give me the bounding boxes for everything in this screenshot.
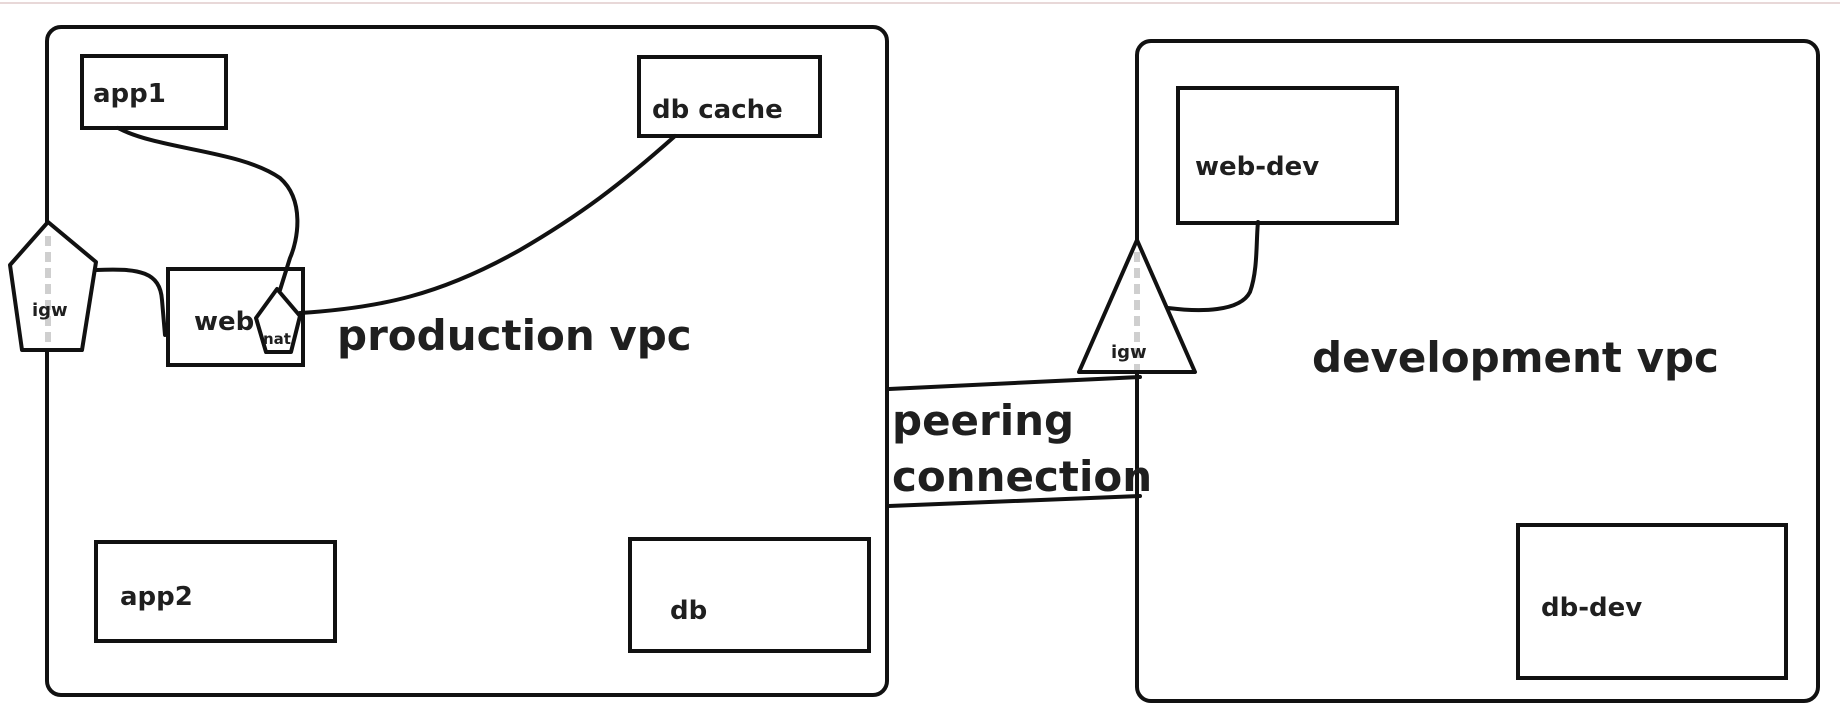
db-dev-box xyxy=(1516,523,1788,680)
app1-label: app1 xyxy=(93,79,166,109)
development-igw-label: igw xyxy=(1111,342,1147,363)
peering-label-line1: peering xyxy=(892,396,1074,445)
igw-to-web-link xyxy=(94,267,167,337)
production-vpc-label: production vpc xyxy=(337,311,692,360)
db-cache-box xyxy=(637,55,822,138)
web-dev-box xyxy=(1176,86,1399,225)
db-label: db xyxy=(670,596,707,626)
production-vpc: production vpc xyxy=(45,25,889,697)
web-dev-label: web-dev xyxy=(1195,152,1319,182)
peering-line-top xyxy=(887,375,1142,391)
nat-gateway: nat xyxy=(254,287,302,354)
app2-box xyxy=(94,540,337,643)
production-igw-shape xyxy=(8,220,98,352)
nat-shape xyxy=(254,287,302,354)
production-igw-label: igw xyxy=(32,300,68,321)
app2-label: app2 xyxy=(120,582,193,612)
db-node: db xyxy=(628,537,871,653)
dev-igw-to-web-dev-link xyxy=(1166,220,1260,313)
app1-box xyxy=(80,54,228,130)
production-vpc-border xyxy=(45,25,889,697)
app1-node: app1 xyxy=(80,54,228,130)
production-igw: igw xyxy=(8,220,98,352)
development-vpc-label: development vpc xyxy=(1312,333,1719,382)
web-label: web xyxy=(194,307,254,337)
db-cache-label: db cache xyxy=(652,95,783,125)
app1-to-nat-link xyxy=(116,126,300,292)
db-box xyxy=(628,537,871,653)
web-to-db-cache-link xyxy=(298,134,677,315)
db-dev-node: db-dev xyxy=(1516,523,1788,680)
development-igw: igw xyxy=(1077,238,1197,374)
nat-label: nat xyxy=(263,330,291,348)
peering-connection: peering connection xyxy=(887,375,1152,508)
peering-line-bottom xyxy=(887,494,1142,508)
peering-label-line2: connection xyxy=(892,452,1152,501)
web-dev-node: web-dev xyxy=(1176,86,1399,225)
app2-node: app2 xyxy=(94,540,337,643)
db-cache-node: db cache xyxy=(637,55,822,138)
db-dev-label: db-dev xyxy=(1541,593,1642,623)
